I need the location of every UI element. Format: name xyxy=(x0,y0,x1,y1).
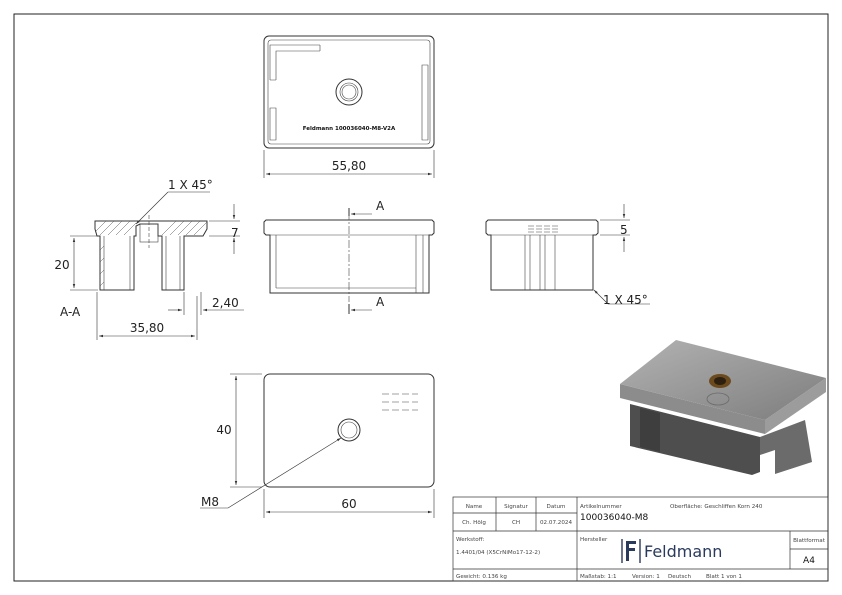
tb-maker-header: Hersteller xyxy=(580,537,608,543)
sheet-border xyxy=(13,13,829,582)
dim-width-top: 55,80 xyxy=(332,159,366,173)
tb-material-header: Werkstoff: xyxy=(456,537,485,543)
dim-width-section: 35,80 xyxy=(130,321,164,335)
render-skirt-front xyxy=(630,404,760,475)
tb-brand: Feldmann xyxy=(644,542,722,561)
top-slot-left-low xyxy=(269,107,277,141)
top-view-outline xyxy=(263,35,435,149)
tb-article-header: Artikelnummer xyxy=(580,504,622,510)
tb-date-value: 02.07.2024 xyxy=(540,520,572,526)
render-flange-right xyxy=(765,378,826,434)
bottom-view-outline xyxy=(263,373,435,488)
bottom-bore-outer xyxy=(337,418,361,442)
bottom-dash-marks xyxy=(382,393,418,411)
top-slot-right xyxy=(421,64,429,141)
render-flange-front xyxy=(620,384,765,434)
dim-height-bottom: 40 xyxy=(216,423,231,437)
render-engraving-spot xyxy=(706,392,730,406)
tb-sheet: Blatt 1 von 1 xyxy=(706,574,742,580)
section-view: 1 X 45° 20 7 2,40 35,80 A-A xyxy=(54,178,244,340)
top-engraving-text: Feldmann 100036040-M8-V2A xyxy=(303,126,396,132)
tb-name-header: Name xyxy=(466,504,483,510)
render-skirt-shade xyxy=(640,408,660,452)
side-view-outline xyxy=(485,219,599,291)
tb-article-value: 100036040-M8 xyxy=(580,513,649,523)
tb-date-header: Datum xyxy=(547,504,566,510)
threaded-boss-mid xyxy=(339,82,359,102)
tb-version: Version: 1 xyxy=(632,574,660,580)
tb-signature-value: CH xyxy=(512,520,520,526)
isometric-render xyxy=(620,340,826,475)
tb-format-header: Blattformat xyxy=(793,538,826,544)
top-view-inner xyxy=(267,39,431,145)
tb-signature-header: Signatur xyxy=(504,504,528,510)
dim-wall-section: 2,40 xyxy=(212,296,239,310)
dim-width-bottom: 60 xyxy=(341,497,356,511)
cut-label-top: A xyxy=(376,199,385,213)
dim-height-section: 20 xyxy=(54,258,69,272)
tb-material-value: 1.4401/04 (X5CrNiMo17-12-2) xyxy=(456,550,540,556)
tb-format-value: A4 xyxy=(803,556,815,566)
tb-weight: Gewicht: 0.136 kg xyxy=(456,574,507,580)
side-view: 5 1 X 45° xyxy=(485,204,650,307)
dim-flange-side: 5 xyxy=(620,223,628,237)
top-view: Feldmann 100036040-M8-V2A 55,80 xyxy=(263,35,435,178)
tb-name-value: Ch. Hölg xyxy=(462,520,486,526)
render-skirt-right xyxy=(760,420,812,474)
front-view-outline xyxy=(263,219,435,294)
title-block: Name Signatur Datum Ch. Hölg CH 02.07.20… xyxy=(452,496,829,582)
tb-surface: Oberfläche: Geschliffen Korn 240 xyxy=(670,504,763,510)
tb-scale: Maßstab: 1:1 xyxy=(580,574,617,580)
thread-label: M8 xyxy=(201,495,219,509)
bottom-bore-inner xyxy=(340,421,358,439)
feldmann-logo-icon xyxy=(621,539,641,563)
chamfer-right-label: 1 X 45° xyxy=(603,293,648,307)
tb-language: Deutsch xyxy=(668,574,691,580)
section-hatching xyxy=(94,220,208,287)
chamfer-left-label: 1 X 45° xyxy=(168,178,213,192)
threaded-boss-inner xyxy=(341,84,357,100)
cut-label-bottom: A xyxy=(376,295,385,309)
section-label: A-A xyxy=(60,305,81,319)
front-view: A A xyxy=(263,199,435,314)
threaded-boss-outer xyxy=(335,78,363,106)
bottom-view: 40 60 M8 xyxy=(200,373,435,518)
top-slot-left xyxy=(269,44,321,81)
dim-flange-section: 7 xyxy=(231,226,239,240)
